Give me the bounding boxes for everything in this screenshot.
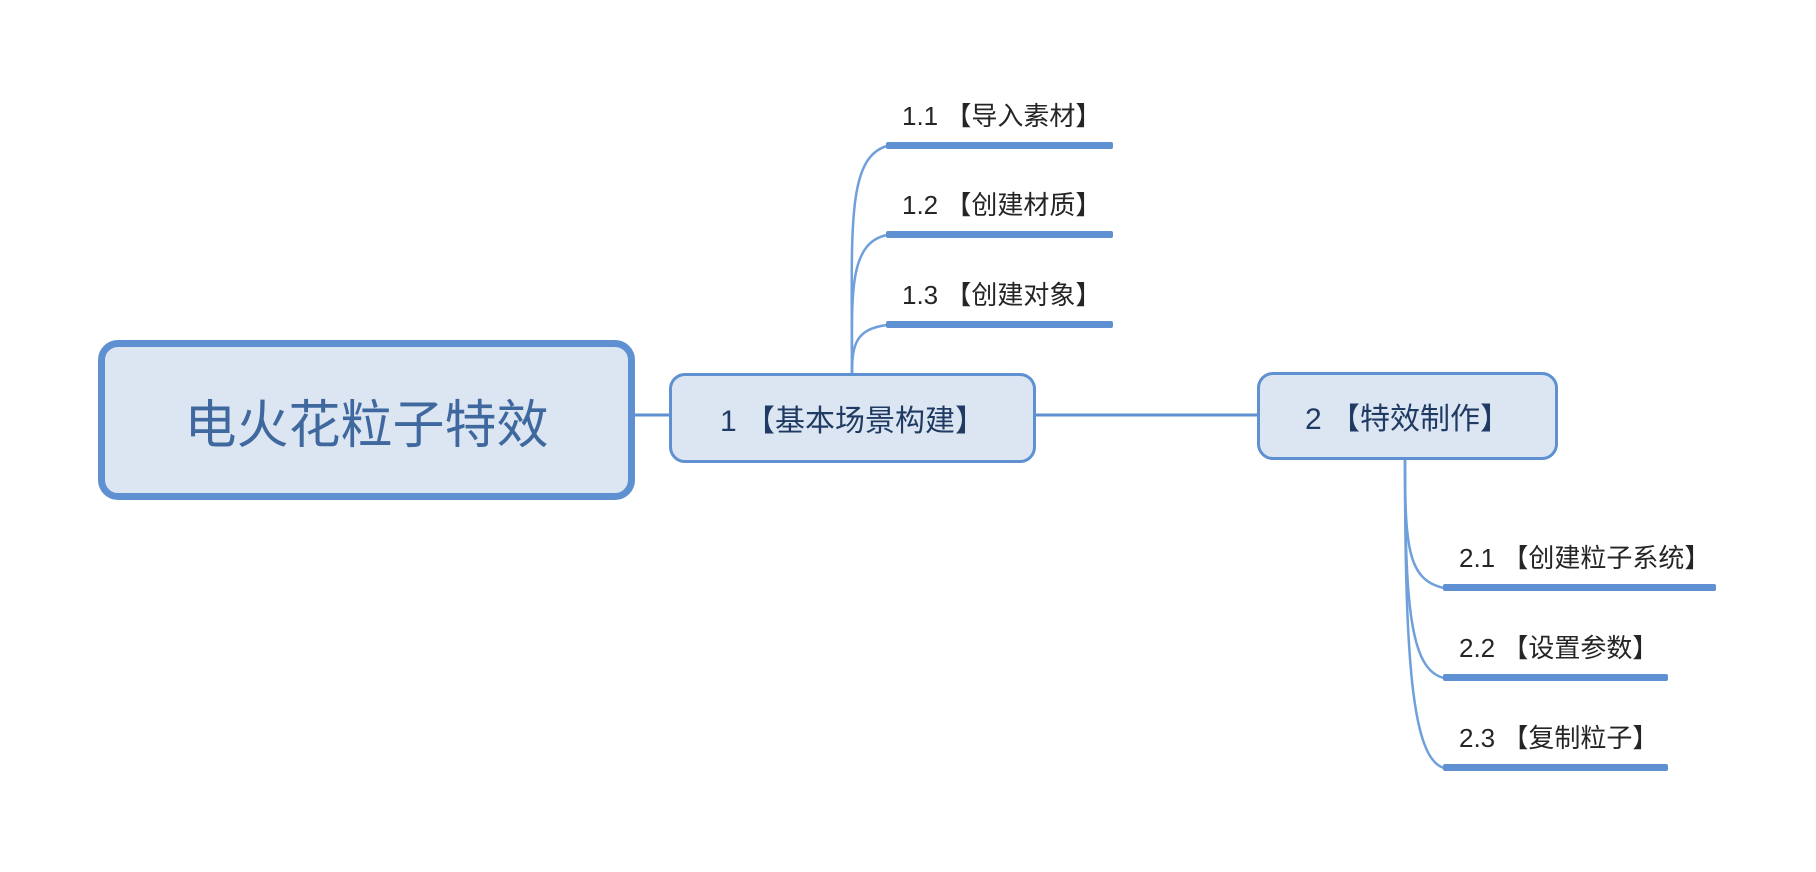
branch-topic1-to-subtopic-1-3 — [850, 323, 889, 376]
subtopic-2-1[interactable]: 2.1 【创建粒子系统】 — [1443, 542, 1716, 591]
subtopic-2-3[interactable]: 2.3 【复制粒子】 — [1443, 722, 1668, 771]
branch-topic1-to-subtopic-1-2 — [850, 233, 889, 376]
topic-1-label: 1 【基本场景构建】 — [719, 405, 986, 438]
topic-2-label: 2 【特效制作】 — [1304, 403, 1511, 436]
subtopic-2-1-label: 2.1 【创建粒子系统】 — [1459, 543, 1711, 573]
subtopic-1-3[interactable]: 1.3 【创建对象】 — [886, 279, 1113, 328]
subtopic-1-3-label: 1.3 【创建对象】 — [902, 280, 1102, 310]
branch-topic2-to-subtopic-2-1 — [1403, 457, 1446, 590]
subtopic-1-1-underline — [886, 142, 1113, 149]
subtopic-2-2-underline — [1443, 674, 1668, 681]
subtopic-1-2-underline — [886, 231, 1113, 238]
topic-2-node[interactable]: 2 【特效制作】 — [1257, 372, 1558, 460]
root-topic-label: 电火花粒子特效 — [184, 396, 549, 455]
root-topic-node[interactable]: 电火花粒子特效 — [98, 340, 635, 500]
branch-topic2-to-subtopic-2-2 — [1403, 457, 1446, 680]
subtopic-1-3-underline — [886, 321, 1113, 328]
subtopic-1-1[interactable]: 1.1 【导入素材】 — [886, 100, 1113, 149]
subtopic-2-1-underline — [1443, 584, 1716, 591]
subtopic-1-1-label: 1.1 【导入素材】 — [902, 101, 1102, 131]
subtopic-2-2[interactable]: 2.2 【设置参数】 — [1443, 632, 1668, 681]
topic-1-node[interactable]: 1 【基本场景构建】 — [669, 373, 1036, 463]
subtopic-1-2[interactable]: 1.2 【创建材质】 — [886, 189, 1113, 238]
subtopic-2-2-label: 2.2 【设置参数】 — [1459, 633, 1659, 663]
subtopic-2-3-underline — [1443, 764, 1668, 771]
branch-topic2-to-subtopic-2-3 — [1403, 457, 1446, 770]
subtopic-2-3-label: 2.3 【复制粒子】 — [1459, 723, 1659, 753]
subtopic-1-2-label: 1.2 【创建材质】 — [902, 190, 1102, 220]
